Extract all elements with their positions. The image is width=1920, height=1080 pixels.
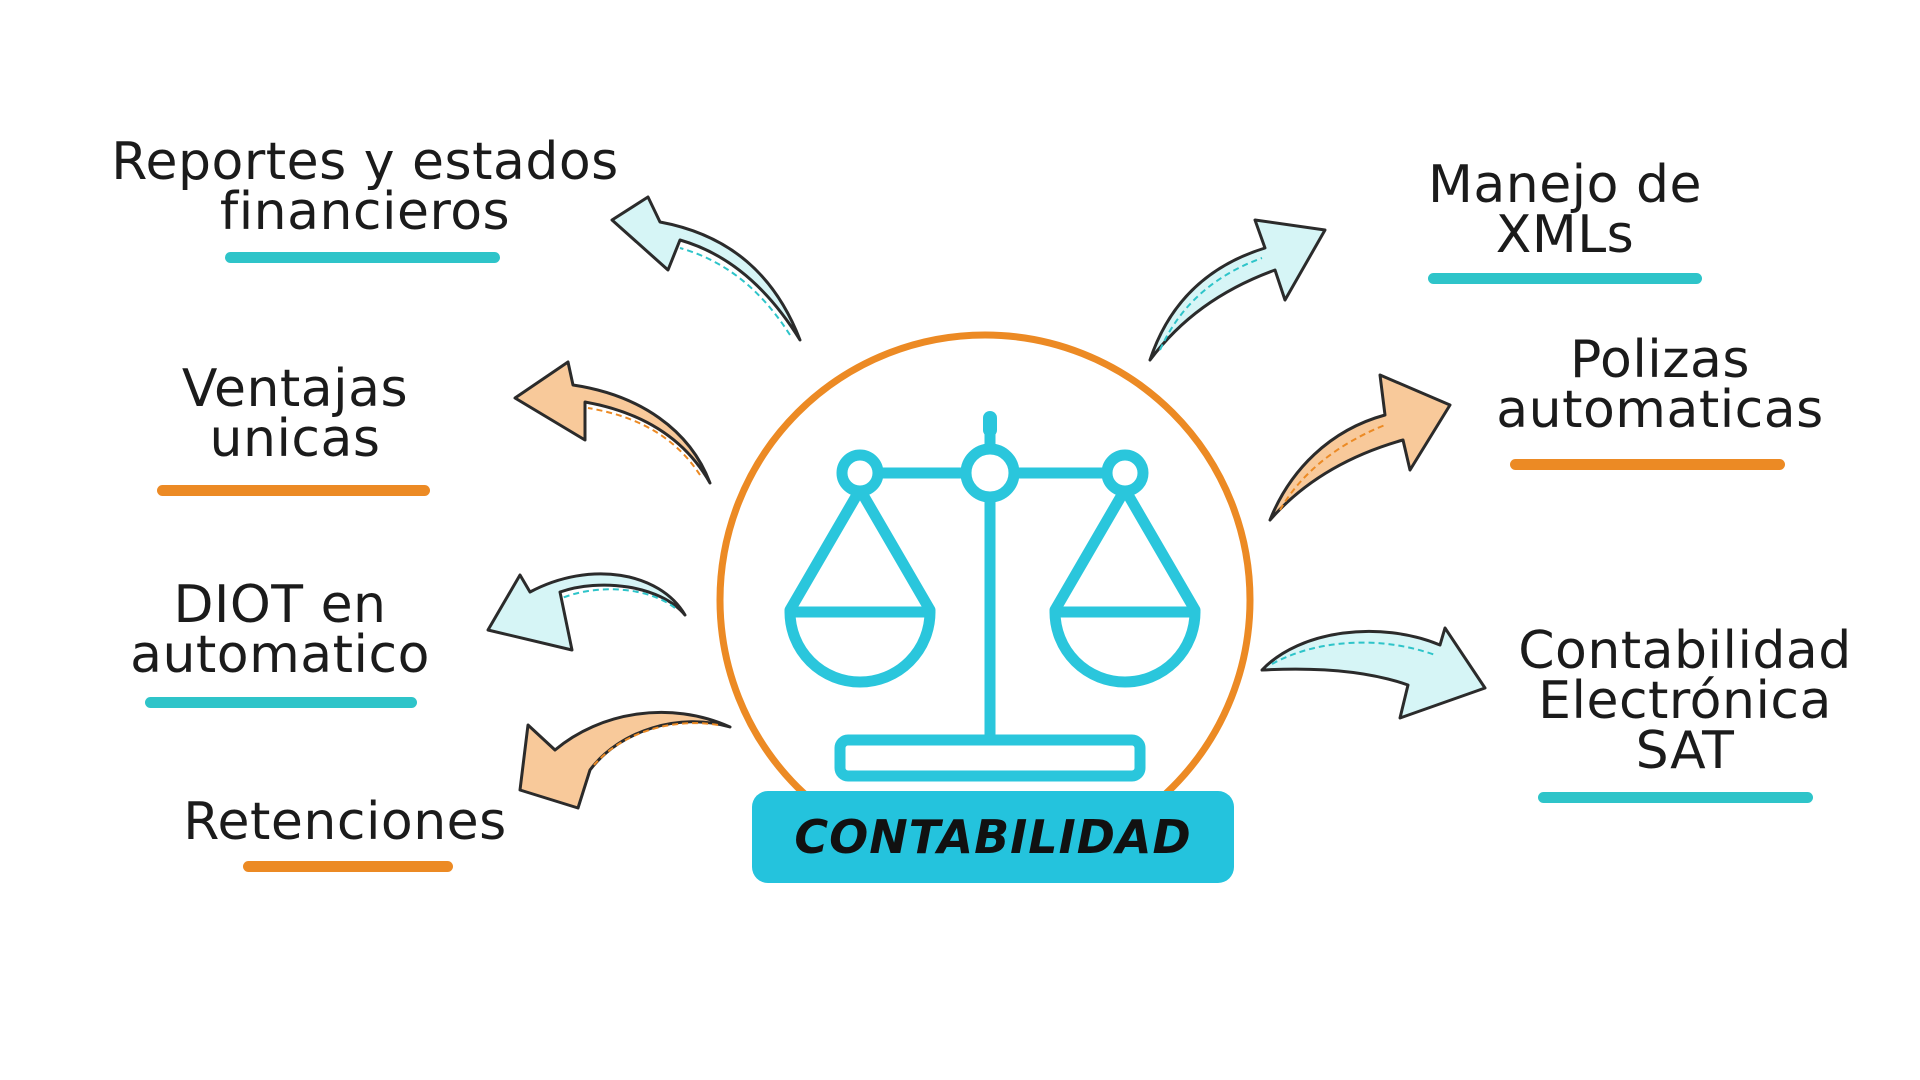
topic-polizas-line-2: automaticas — [1496, 380, 1824, 440]
arrow-to-xml — [1148, 218, 1327, 362]
topic-diot-label: DIOT en automatico — [110, 575, 450, 685]
arrow-to-polizas — [1268, 373, 1452, 522]
topic-diot-line-2: automatico — [130, 625, 430, 685]
topic-reportes-underline — [225, 252, 500, 263]
topic-retenciones-underline — [243, 861, 453, 872]
topic-diot-underline — [145, 697, 417, 708]
topic-reportes-label: Reportes y estados financieros — [95, 132, 635, 242]
topic-contabilidad-sat-label: Contabilidad Electrónica SAT — [1490, 621, 1880, 781]
topic-diot-line-1: DIOT en — [173, 575, 387, 635]
topic-reportes-line-2: financieros — [219, 182, 511, 242]
balance-scale-icon — [784, 419, 1201, 782]
topic-polizas-underline — [1510, 459, 1785, 470]
topic-contabilidad-sat-line-2: Electrónica — [1538, 671, 1832, 731]
topic-ventajas-line-1: Ventajas — [181, 359, 409, 419]
arrow-to-ventajas — [513, 360, 712, 485]
arrow-to-reportes — [610, 195, 802, 342]
topic-contabilidad-sat-underline — [1538, 792, 1813, 803]
topic-contabilidad-sat-line-3: SAT — [1635, 721, 1735, 781]
arrow-to-diot — [486, 572, 687, 652]
topic-xml-line-1: Manejo de — [1428, 155, 1702, 215]
topic-xml-label: Manejo de XMLs — [1410, 155, 1720, 265]
topic-polizas-line-1: Polizas — [1570, 330, 1750, 390]
topic-reportes-line-1: Reportes y estados — [111, 132, 619, 192]
topic-ventajas-line-2: unicas — [209, 409, 381, 469]
topic-retenciones-line-1: Retenciones — [183, 792, 507, 852]
topic-xml-underline — [1428, 273, 1702, 284]
topic-ventajas-underline — [157, 485, 430, 496]
topic-polizas-label: Polizas automaticas — [1460, 330, 1860, 440]
arrow-to-contabilidad-sat — [1260, 626, 1487, 720]
topic-retenciones-label: Retenciones — [160, 792, 530, 852]
arrow-to-retenciones — [518, 710, 732, 810]
center-badge: CONTABILIDAD — [752, 791, 1234, 883]
topic-xml-line-2: XMLs — [1495, 205, 1635, 265]
topic-contabilidad-sat-line-1: Contabilidad — [1518, 621, 1852, 681]
topic-ventajas-label: Ventajas unicas — [140, 359, 450, 469]
center-badge-label: CONTABILIDAD — [794, 810, 1192, 864]
